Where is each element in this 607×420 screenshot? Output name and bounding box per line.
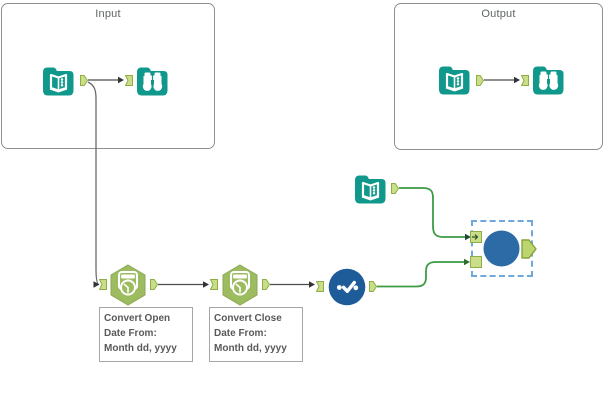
output-anchor[interactable]	[150, 279, 158, 290]
output-anchor[interactable]	[476, 74, 484, 86]
container-output[interactable]: Output	[394, 3, 603, 150]
binoculars-icon	[533, 66, 564, 95]
tool-datetime-1[interactable]	[109, 264, 147, 306]
connection-arrowhead	[118, 76, 124, 84]
annotation-line: Month dd, yyyy	[214, 343, 287, 354]
annotation-line: Convert Close	[214, 313, 282, 324]
tool-browse-2[interactable]	[530, 61, 567, 98]
output-anchor[interactable]	[369, 281, 377, 292]
connection-inputdata-datetime1[interactable]	[87, 81, 100, 286]
tool-input-data-3[interactable]	[352, 170, 389, 207]
open-book-folder-icon	[439, 66, 470, 95]
annotation-convert-close[interactable]: Convert Close Date From: Month dd, yyyy	[209, 307, 303, 362]
input-anchor[interactable]	[521, 74, 529, 86]
output-anchor-selected-tool[interactable]	[521, 239, 537, 259]
input-anchor[interactable]	[99, 279, 107, 290]
connection-select-selectedtool[interactable]	[377, 261, 464, 288]
annotation-line: Date From:	[104, 328, 157, 339]
open-book-folder-icon	[355, 175, 386, 204]
tool-select[interactable]	[328, 268, 366, 306]
annotation-line: Date From:	[214, 328, 267, 339]
annotation-convert-open[interactable]: Convert Open Date From: Month dd, yyyy	[99, 307, 193, 362]
annotation-line: Month dd, yyyy	[104, 343, 177, 354]
tool-browse-1[interactable]	[134, 62, 171, 99]
blue-circle-icon	[483, 230, 520, 267]
connection-arrowhead	[309, 281, 315, 288]
connection-arrowhead	[464, 258, 470, 266]
binoculars-icon	[137, 67, 168, 96]
input-anchor[interactable]	[316, 281, 324, 292]
output-anchor[interactable]	[262, 279, 270, 290]
connection-arrowhead	[203, 281, 209, 288]
input-anchor[interactable]	[210, 279, 218, 290]
output-anchor[interactable]	[80, 74, 88, 86]
checkmark-dots-circle-icon	[328, 268, 366, 306]
input-anchor-1-selected-tool[interactable]	[470, 231, 482, 243]
connection-arrowhead	[93, 281, 100, 288]
clock-hexagon-icon	[110, 264, 146, 306]
clock-hexagon-icon	[222, 264, 258, 306]
input-anchor-2-selected-tool[interactable]	[470, 256, 482, 268]
container-input-label: Input	[95, 8, 121, 20]
annotation-line: Convert Open	[104, 313, 171, 324]
open-book-folder-icon	[43, 67, 74, 96]
container-input[interactable]: Input	[1, 3, 215, 149]
container-output-label: Output	[481, 8, 516, 20]
input-anchor[interactable]	[125, 74, 133, 86]
connection-arrowhead	[514, 76, 520, 84]
output-anchor[interactable]	[391, 183, 399, 194]
tool-datetime-2[interactable]	[221, 264, 259, 306]
tool-input-data-1[interactable]	[40, 62, 77, 99]
connection-arrowhead	[465, 233, 471, 241]
tool-input-data-2[interactable]	[436, 61, 473, 98]
tool-selected-blue-circle[interactable]	[483, 230, 520, 267]
connection-inputdata-selectedtool[interactable]	[399, 187, 465, 238]
